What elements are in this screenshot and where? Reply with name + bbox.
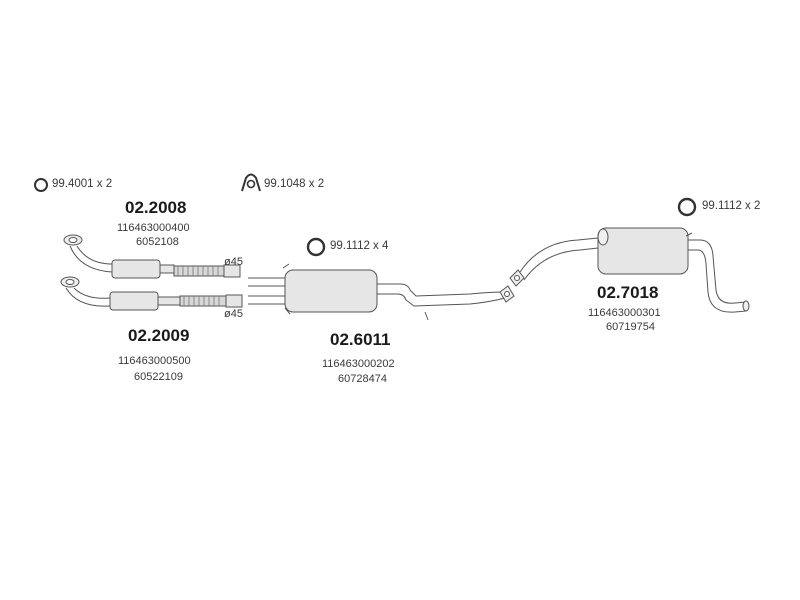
- part-number: 02.7018: [597, 283, 659, 302]
- hardware-code: 99.1112 x 4: [330, 240, 389, 252]
- hardware-code: 99.1048 x 2: [264, 178, 325, 190]
- part-reference: 60719754: [606, 321, 655, 333]
- part-reference: 6052108: [136, 236, 179, 248]
- pipe-diameter-label: ø45: [224, 308, 243, 320]
- front-pipe-upper: [63, 234, 241, 279]
- ring-clamp-icon: [34, 178, 48, 192]
- part-reference: 116463000301: [588, 307, 661, 319]
- rear-silencer-section: [509, 227, 750, 313]
- middle-silencer-section: [248, 263, 515, 321]
- u-bolt-clamp-icon: [241, 173, 261, 192]
- gasket-ring-icon: [306, 237, 326, 257]
- hardware-code: 99.4001 x 2: [52, 178, 113, 190]
- part-number: 02.6011: [330, 330, 391, 349]
- part-reference: 60728474: [338, 373, 387, 385]
- gasket-ring-icon: [677, 197, 697, 217]
- part-reference: 116463000202: [322, 358, 395, 370]
- part-reference: 116463000400: [117, 222, 190, 234]
- part-number: 02.2008: [125, 198, 187, 217]
- part-reference: 116463000500: [118, 355, 191, 367]
- pipe-diameter-label: ø45: [224, 256, 243, 268]
- hardware-code: 99.1112 x 2: [702, 200, 761, 212]
- part-reference: 60522109: [134, 371, 183, 383]
- front-pipe-lower: [60, 276, 243, 311]
- part-number: 02.2009: [128, 326, 190, 345]
